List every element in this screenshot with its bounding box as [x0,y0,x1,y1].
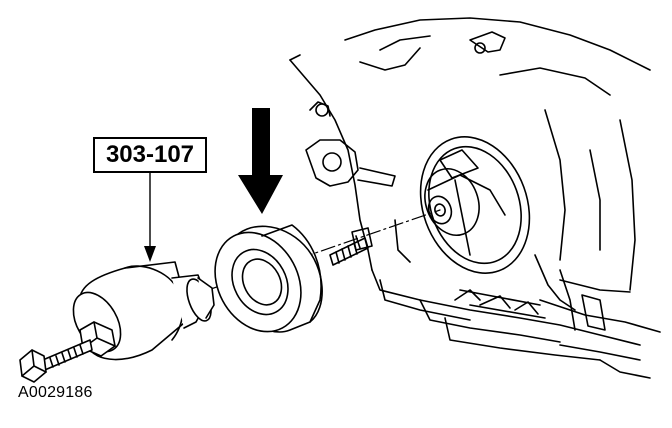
tool-number-label: 303-107 [93,137,207,173]
leader-arrow-icon [144,171,156,262]
press-direction-arrow-icon [238,108,283,214]
crankshaft-pulley [419,136,531,274]
tool-number-text: 303-107 [105,141,195,168]
figure-id-label: A0029186 [18,384,93,401]
alignment-center-line [207,209,441,291]
seal-installer-tool [19,261,215,383]
crankshaft-stud [329,227,373,266]
crankshaft-front-seal [214,224,323,333]
engine-front-cover [289,17,661,379]
